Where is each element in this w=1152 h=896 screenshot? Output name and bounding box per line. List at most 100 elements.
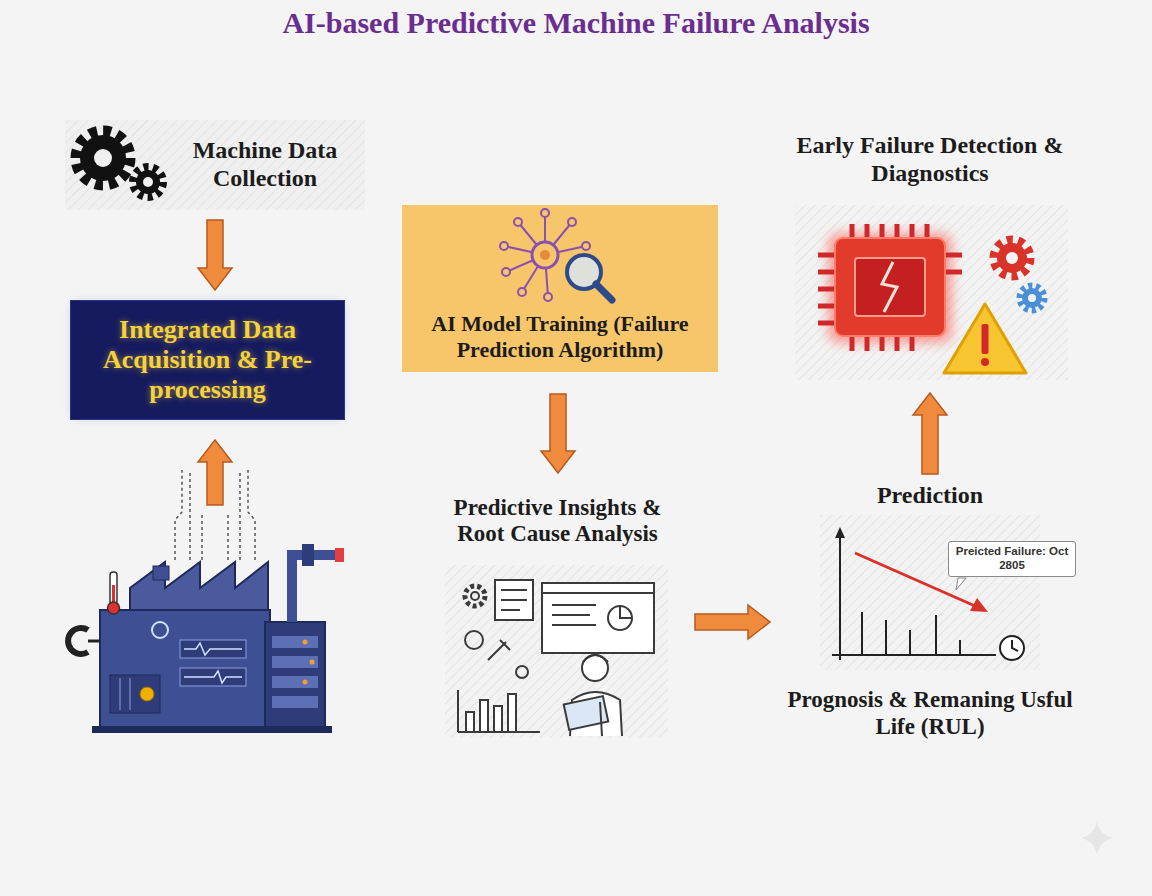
pipe-end bbox=[335, 548, 344, 562]
wave-line bbox=[184, 671, 242, 683]
pie-slice bbox=[620, 606, 632, 618]
factory-body bbox=[100, 610, 270, 728]
thermometer bbox=[110, 572, 117, 604]
network-node bbox=[582, 242, 590, 250]
chart-bar bbox=[466, 712, 474, 732]
prognosis-box: PredictionPrognosis & Remaning Usful Lif… bbox=[780, 482, 1080, 740]
gear-hole bbox=[143, 177, 153, 187]
insights-box: Predictive Insights & Root Cause Analysi… bbox=[430, 495, 685, 740]
generator-rib bbox=[130, 678, 131, 710]
network-node bbox=[502, 268, 510, 276]
data-up-arrow bbox=[198, 440, 232, 505]
magnifier-handle bbox=[596, 284, 612, 300]
chart-axes bbox=[458, 690, 540, 732]
gear-icon-panel bbox=[65, 120, 365, 210]
network-node bbox=[500, 242, 508, 250]
person-head bbox=[582, 655, 608, 681]
factory-base bbox=[92, 726, 332, 733]
document-line bbox=[501, 609, 520, 611]
chip-pin bbox=[910, 335, 915, 351]
clock-hands bbox=[1012, 640, 1018, 651]
chip-pin bbox=[818, 270, 836, 275]
node-title: Prediction bbox=[780, 482, 1080, 510]
warning-dot bbox=[981, 358, 989, 366]
coin-symbol bbox=[140, 687, 154, 701]
network-hub bbox=[532, 242, 558, 268]
crack-bolt bbox=[882, 262, 897, 312]
clamp-symbol bbox=[68, 628, 88, 654]
node-title: AI Model Training (Failure Prediction Al… bbox=[406, 311, 714, 362]
clock-sketch bbox=[516, 666, 528, 678]
screen-line bbox=[552, 624, 596, 626]
flow-arrow bbox=[541, 394, 575, 473]
gear-body bbox=[997, 243, 1027, 273]
chip-pin bbox=[880, 335, 885, 351]
chip-pin bbox=[818, 321, 836, 326]
gear-body bbox=[136, 170, 160, 194]
gear-teeth bbox=[1020, 286, 1044, 310]
chip-pin bbox=[865, 335, 870, 351]
signal-line bbox=[239, 470, 241, 560]
pipe-valve bbox=[302, 544, 314, 566]
network-node bbox=[518, 288, 526, 296]
chart-bar bbox=[909, 630, 911, 655]
network-node bbox=[544, 293, 552, 301]
gear-hole bbox=[1028, 294, 1036, 302]
factory-tower bbox=[265, 622, 325, 728]
chart-bar bbox=[861, 612, 863, 655]
warning-triangle bbox=[944, 304, 1026, 373]
person-hair bbox=[583, 655, 608, 662]
server-slot bbox=[272, 696, 318, 708]
gear-body bbox=[80, 135, 126, 181]
collection-box: Machine Data Collection bbox=[65, 120, 365, 210]
diagram-title: AI-based Predictive Machine Failure Anal… bbox=[0, 6, 1152, 40]
factory-illustration bbox=[68, 440, 344, 733]
document-line bbox=[501, 599, 527, 601]
panel-ground bbox=[65, 120, 365, 210]
prediction-chart bbox=[820, 515, 1040, 670]
generator bbox=[110, 675, 160, 713]
bulb-sketch bbox=[465, 631, 483, 649]
ai-model-panel bbox=[402, 205, 718, 372]
node-caption: Prognosis & Remaning Usful Life (RUL) bbox=[780, 687, 1080, 740]
panel-hatch bbox=[820, 515, 1040, 670]
chip-pins bbox=[818, 224, 962, 351]
signal-line bbox=[248, 470, 255, 560]
roof-gauge bbox=[153, 566, 169, 580]
dial bbox=[152, 622, 168, 638]
chart-bar bbox=[959, 640, 961, 655]
thermometer-fill bbox=[112, 585, 115, 603]
callout-tail bbox=[956, 578, 966, 590]
gear-body bbox=[1022, 288, 1042, 308]
gear-hole bbox=[1006, 252, 1018, 264]
document-sketch bbox=[495, 580, 533, 620]
wave-panel bbox=[180, 640, 246, 658]
chip-pin bbox=[818, 253, 836, 258]
chip-pin bbox=[895, 335, 900, 351]
document-line bbox=[501, 589, 527, 591]
server-slot bbox=[272, 676, 318, 688]
screen-line bbox=[552, 604, 596, 606]
analyst-sketch bbox=[458, 580, 654, 736]
signal-line bbox=[189, 470, 191, 560]
flow-arrow bbox=[198, 220, 232, 290]
server-slot bbox=[272, 636, 318, 648]
callout-label: Preicted Failure: Oct 2805 bbox=[948, 541, 1076, 577]
chart-bar bbox=[935, 615, 937, 655]
y-axis bbox=[839, 535, 841, 660]
wrench-sketch bbox=[488, 640, 510, 660]
training-box: AI Model Training (Failure Prediction Al… bbox=[402, 205, 718, 372]
wave-line bbox=[184, 643, 242, 655]
coat-line bbox=[600, 702, 602, 736]
generator-rib bbox=[120, 678, 121, 710]
chip-pin bbox=[850, 335, 855, 351]
analyst-panel bbox=[445, 565, 668, 738]
axis-head bbox=[835, 527, 845, 538]
network-core bbox=[540, 250, 550, 260]
flow-arrow bbox=[695, 605, 770, 639]
chip-glow bbox=[828, 233, 952, 343]
chart-bar bbox=[480, 700, 488, 732]
chip-pin bbox=[944, 253, 962, 258]
